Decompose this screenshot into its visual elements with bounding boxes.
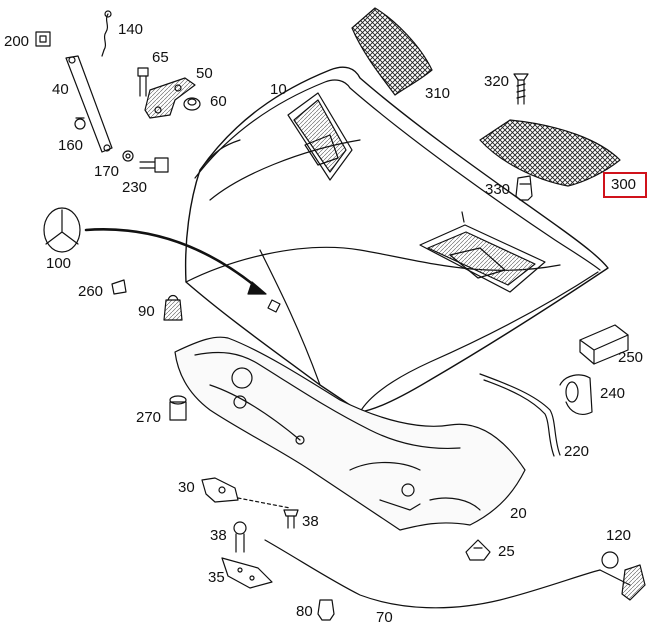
label-70: 70 [376,609,393,626]
clip-25 [465,539,491,561]
label-270: 270 [136,409,162,426]
label-65: 65 [152,49,169,66]
screw-38-left [233,521,247,553]
bolt-65 [137,67,149,97]
bushing-60 [183,97,201,111]
label-320: 320 [484,73,510,90]
label-38-right: 38 [302,513,319,530]
grille-310 [351,7,433,96]
hood-prop-40 [65,55,113,153]
star-emblem-100 [43,207,81,253]
label-240: 240 [600,385,626,402]
screw-38-right [283,509,299,529]
label-50: 50 [196,65,213,82]
clip-80 [317,599,335,621]
label-170: 170 [94,163,120,180]
bump-stop-90 [163,294,183,321]
clip-260 [111,279,127,295]
label-40: 40 [52,81,69,98]
insulation-mat-20 [174,336,526,531]
label-230: 230 [122,179,148,196]
hood-outline [184,66,609,413]
clip-200 [35,31,51,47]
label-80: 80 [296,603,313,620]
label-20: 20 [510,505,527,522]
label-200: 200 [4,33,30,50]
latch-plate-35 [221,557,273,589]
label-35: 35 [208,569,225,586]
grille-300 [479,119,621,187]
cable-70 [264,539,631,609]
label-310: 310 [425,85,451,102]
seal-roll-240 [559,374,593,415]
stopper-270 [169,395,187,421]
label-250: 250 [618,349,644,366]
clip-330 [515,175,533,201]
label-220: 220 [564,443,590,460]
release-handle-120 [601,551,646,601]
label-260: 260 [78,283,104,300]
highlight-box-300 [603,172,647,198]
label-38-left: 38 [210,527,227,544]
label-25: 25 [498,543,515,560]
bolt-230 [139,157,169,173]
label-120: 120 [606,527,632,544]
block-250 [579,324,629,365]
label-60: 60 [210,93,227,110]
label-300: 300 [611,176,637,193]
spring-140 [101,10,112,57]
label-30: 30 [178,479,195,496]
label-330: 330 [485,181,511,198]
seal-strip-220 [479,373,561,457]
label-90: 90 [138,303,155,320]
leader-dashed [237,497,291,509]
hinge-50 [144,77,196,119]
lock-latch-30 [201,477,239,503]
pointer-arrow [84,228,262,292]
label-140: 140 [118,21,144,38]
pointer-arrowhead [247,281,267,295]
clip-160 [74,117,86,130]
label-10: 10 [270,81,287,98]
screw-320 [513,73,529,105]
label-100: 100 [46,255,72,272]
washer-170 [122,150,134,162]
label-160: 160 [58,137,84,154]
